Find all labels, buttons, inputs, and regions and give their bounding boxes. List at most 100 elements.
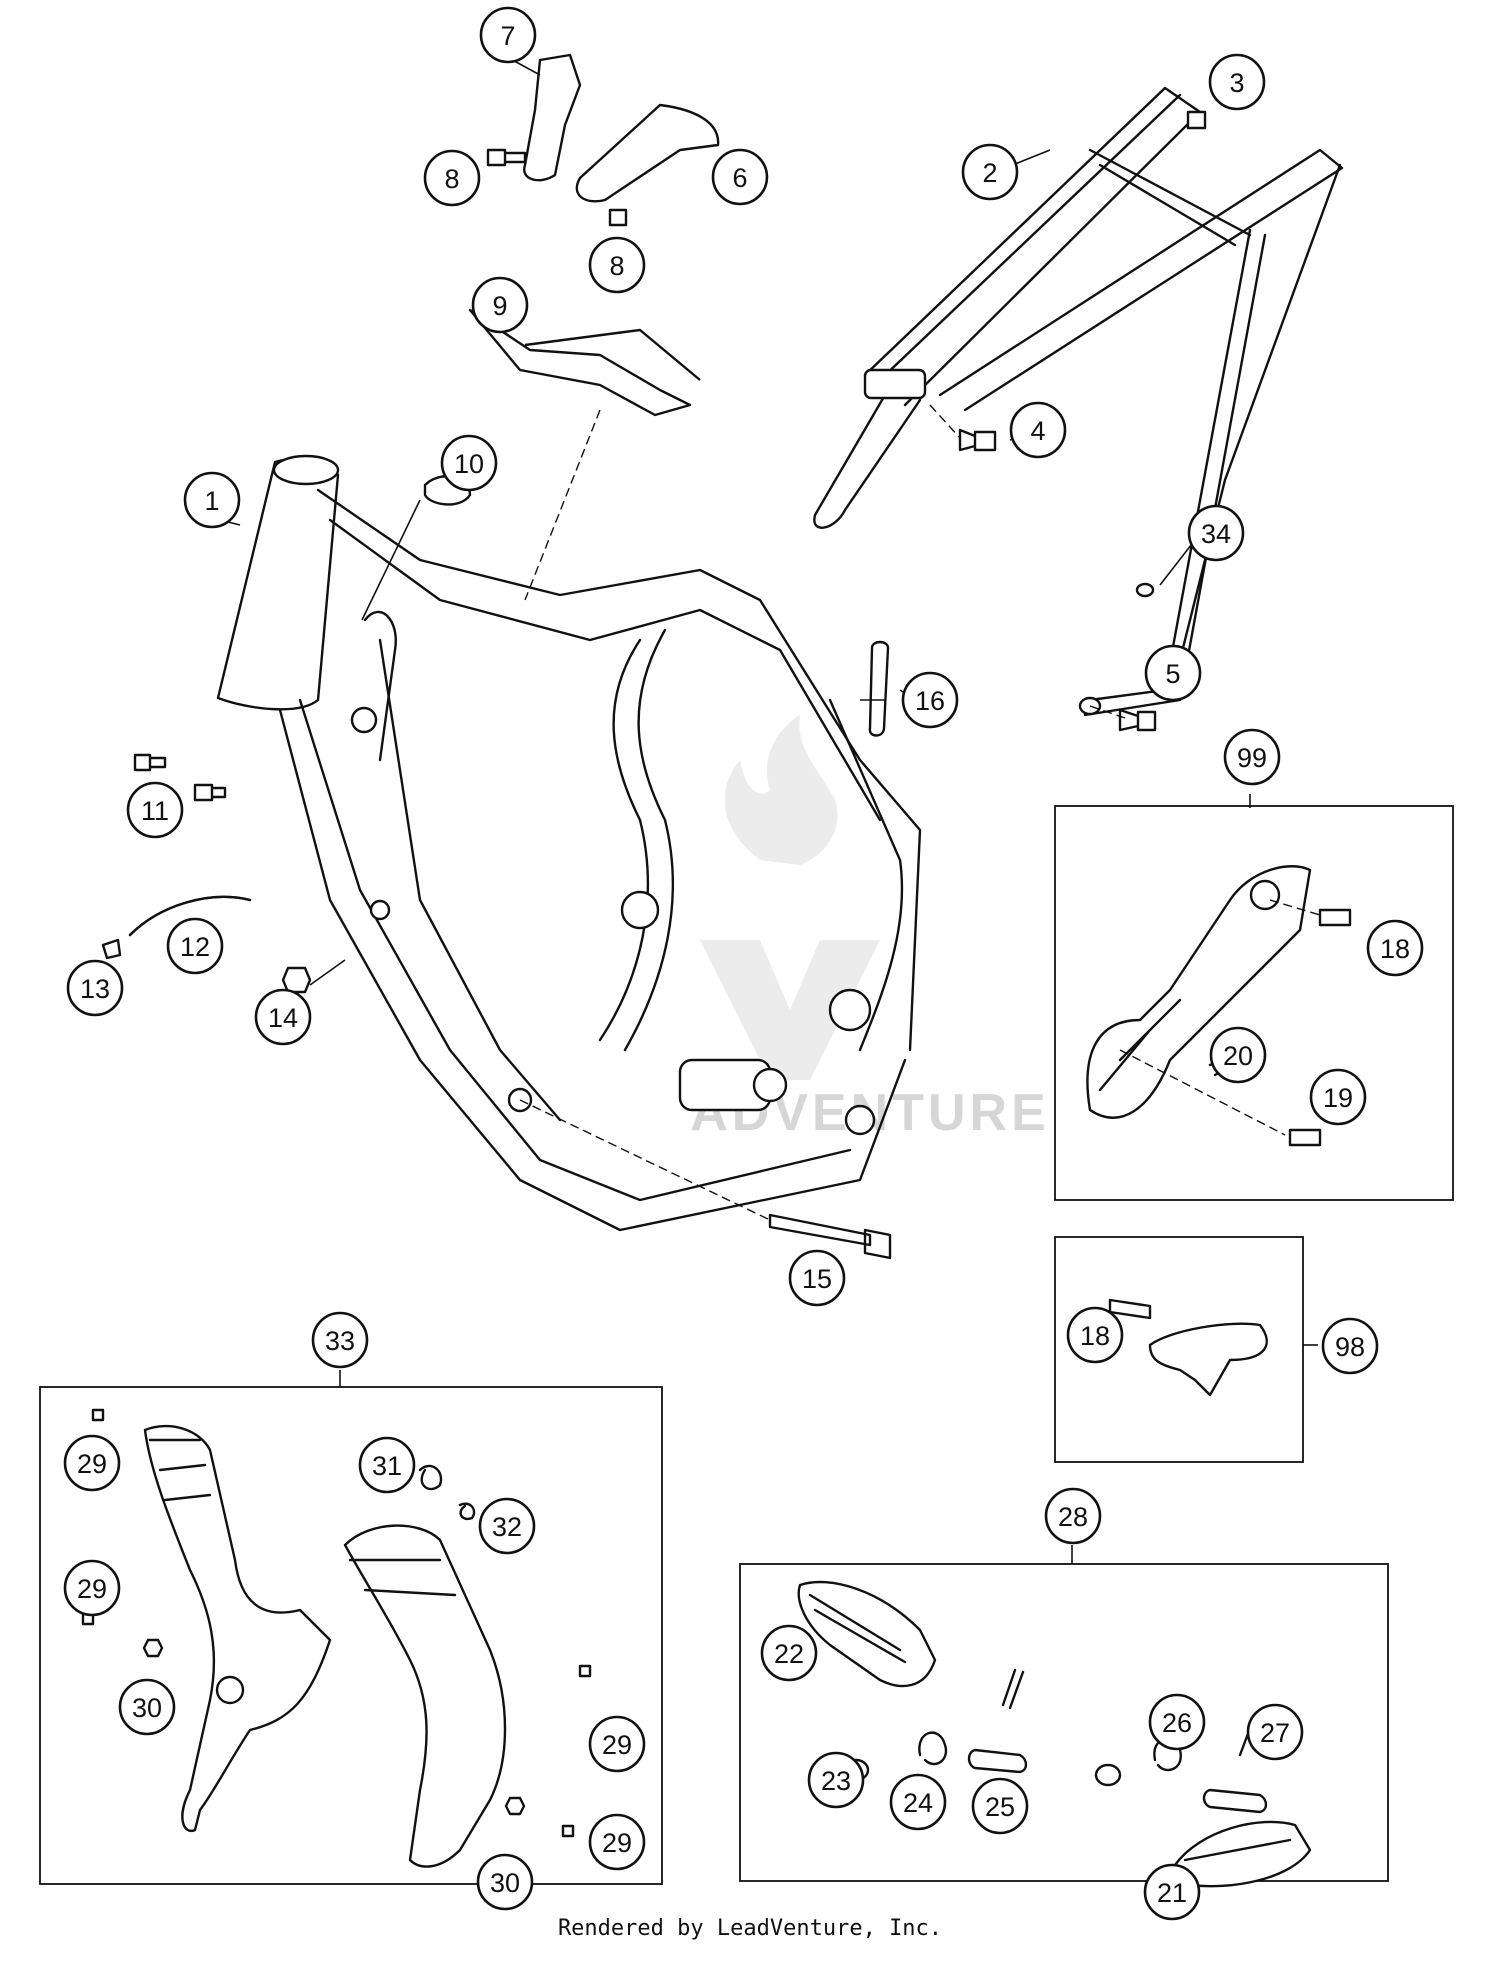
bolt-11-b — [193, 783, 227, 802]
callout-circle — [63, 1559, 121, 1617]
callout-label: 29 — [77, 1449, 107, 1479]
callout-circle — [1309, 1068, 1367, 1126]
callout-25: 25 — [971, 1777, 1029, 1835]
leader-14 — [309, 959, 346, 986]
bolt-8-lower — [608, 208, 628, 227]
subframe — [813, 86, 1344, 717]
callout-circle — [588, 236, 646, 294]
callout-32: 32 — [478, 1497, 536, 1555]
callout-label: 1 — [204, 486, 219, 516]
callout-label: 6 — [732, 163, 747, 193]
callout-1: 1 — [183, 471, 241, 529]
callout-8: 8 — [423, 149, 481, 207]
callout-31: 31 — [358, 1436, 416, 1494]
bolt-3 — [1186, 110, 1207, 130]
callout-2: 2 — [961, 143, 1019, 201]
callout-circle — [254, 988, 312, 1046]
callout-label: 33 — [325, 1326, 355, 1356]
callout-label: 29 — [77, 1574, 107, 1604]
callout-10: 10 — [440, 434, 498, 492]
callout-circle — [63, 1434, 121, 1492]
callout-circle — [901, 671, 959, 729]
callout-label: 24 — [903, 1788, 933, 1818]
callout-circle — [478, 1497, 536, 1555]
callout-99: 99 — [1223, 728, 1281, 786]
callout-circle — [118, 1678, 176, 1736]
callout-34: 34 — [1187, 504, 1245, 562]
clamp-9 — [468, 308, 701, 417]
callout-23: 23 — [807, 1751, 865, 1809]
callout-8: 8 — [588, 236, 646, 294]
callout-circle — [961, 143, 1019, 201]
callout-circle — [1366, 919, 1424, 977]
callout-circle — [1321, 1317, 1379, 1375]
callout-label: 10 — [454, 449, 484, 479]
callout-29: 29 — [588, 1715, 646, 1773]
dash-9 — [524, 409, 601, 601]
callout-circle — [311, 1311, 369, 1369]
callout-label: 14 — [268, 1003, 298, 1033]
callout-33: 33 — [311, 1311, 369, 1369]
callout-circle — [588, 1813, 646, 1871]
callout-circle — [711, 148, 769, 206]
callout-label: 8 — [444, 164, 459, 194]
leader-10 — [361, 499, 421, 621]
callout-label: 2 — [982, 158, 997, 188]
nut-14 — [281, 966, 312, 994]
callout-label: 16 — [915, 686, 945, 716]
callout-circle — [423, 149, 481, 207]
callout-circle — [1044, 1487, 1102, 1545]
bolt-4 — [958, 428, 997, 452]
callout-16: 16 — [901, 671, 959, 729]
callout-label: 5 — [1165, 659, 1180, 689]
callout-label: 30 — [132, 1693, 162, 1723]
callout-21: 21 — [1143, 1863, 1201, 1921]
callout-7: 7 — [479, 6, 537, 64]
callout-label: 11 — [141, 796, 169, 826]
callout-label: 3 — [1229, 68, 1244, 98]
side-stand-assembly — [1086, 794, 1352, 1147]
callout-circle — [971, 1777, 1029, 1835]
callout-30: 30 — [476, 1853, 534, 1911]
callout-label: 18 — [1380, 934, 1410, 964]
dash-5 — [1089, 705, 1126, 719]
callout-15: 15 — [788, 1249, 846, 1307]
engine-bracket-7 — [523, 53, 582, 182]
callout-9: 9 — [471, 276, 529, 334]
callout-13: 13 — [66, 959, 124, 1017]
callout-label: 29 — [602, 1828, 632, 1858]
bolt-11-a — [133, 753, 167, 772]
callout-circle — [1143, 1863, 1201, 1921]
callout-circle — [760, 1624, 818, 1682]
callout-20: 20 — [1209, 1026, 1267, 1084]
callout-label: 8 — [609, 251, 624, 281]
callout-label: 34 — [1201, 519, 1231, 549]
leader-lines — [219, 56, 1229, 701]
callout-circle — [1148, 1693, 1206, 1751]
callout-30: 30 — [118, 1678, 176, 1736]
strap-16 — [868, 640, 890, 737]
callout-4: 4 — [1009, 401, 1067, 459]
watermark-v-icon — [700, 940, 880, 1080]
callout-circle — [588, 1715, 646, 1773]
callout-24: 24 — [889, 1773, 947, 1831]
hose-12-inner — [128, 895, 252, 937]
callout-label: 18 — [1080, 1321, 1110, 1351]
callout-circle — [1246, 1703, 1304, 1761]
callout-label: 27 — [1260, 1718, 1290, 1748]
callout-circle — [788, 1249, 846, 1307]
engine-bracket-6 — [575, 103, 720, 203]
callout-label: 28 — [1058, 1502, 1088, 1532]
group-box-28 — [739, 1563, 1389, 1882]
dash-15 — [519, 1099, 771, 1221]
group-box-33 — [39, 1386, 663, 1885]
callout-label: 19 — [1323, 1083, 1353, 1113]
callout-label: 29 — [602, 1730, 632, 1760]
callout-circle — [1144, 644, 1202, 702]
bolt-15 — [768, 1213, 892, 1260]
callout-label: 23 — [821, 1766, 851, 1796]
callout-label: 7 — [500, 21, 515, 51]
callout-26: 26 — [1148, 1693, 1206, 1751]
